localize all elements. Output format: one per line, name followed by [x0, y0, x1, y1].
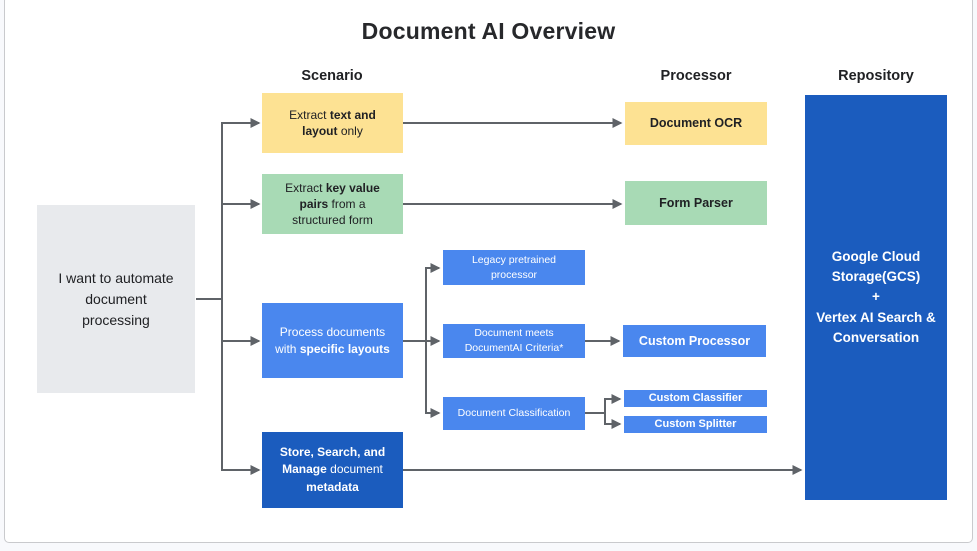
node-legacy-pretrained-label: Legacy pretrained processor: [471, 253, 557, 281]
node-legacy-pretrained: Legacy pretrained processor: [443, 250, 585, 285]
column-header-repository: Repository: [838, 68, 914, 84]
repository-line-gcs: Google Cloud Storage(GCS): [831, 248, 921, 285]
node-custom-classifier-label: Custom Classifier: [648, 392, 743, 405]
node-specific-layouts-label: Process documents with specific layouts: [275, 325, 390, 356]
node-document-classification: Document Classification: [443, 397, 585, 430]
node-custom-processor-label: Custom Processor: [638, 333, 751, 348]
node-form-parser: Form Parser: [625, 181, 767, 225]
node-document-ocr-label: Document OCR: [649, 116, 743, 131]
node-extract-key-value: Extract key value pairs from a structure…: [262, 174, 403, 234]
node-repository: Google Cloud Storage(GCS) + Vertex AI Se…: [805, 95, 947, 500]
node-form-parser-label: Form Parser: [659, 195, 733, 210]
column-header-processor: Processor: [660, 68, 732, 84]
node-documentai-criteria: Document meets DocumentAI Criteria*: [443, 324, 585, 358]
node-specific-layouts: Process documents with specific layouts: [262, 303, 403, 378]
repository-line-vertex: Vertex AI Search & Conversation: [816, 309, 936, 345]
node-custom-splitter: Custom Splitter: [624, 416, 767, 433]
node-extract-key-value-label: Extract key value pairs from a structure…: [285, 180, 380, 228]
node-extract-text-layout-label: Extract text and layout only: [289, 107, 376, 138]
node-custom-splitter-label: Custom Splitter: [654, 418, 737, 431]
node-documentai-criteria-label: Document meets DocumentAI Criteria*: [464, 327, 564, 354]
diagram-title: Document AI Overview: [361, 18, 616, 44]
node-store-search-manage-label: Store, Search, and Manage document metad…: [279, 444, 386, 494]
node-document-ocr: Document OCR: [625, 102, 767, 145]
column-header-scenario: Scenario: [301, 68, 363, 84]
node-intent-label: I want to automate document processing: [58, 269, 174, 328]
node-document-classification-label: Document Classification: [457, 407, 571, 420]
node-custom-classifier: Custom Classifier: [624, 390, 767, 407]
node-intent: I want to automate document processing: [37, 205, 195, 393]
node-extract-text-layout: Extract text and layout only: [262, 93, 403, 153]
node-store-search-manage: Store, Search, and Manage document metad…: [262, 432, 403, 508]
node-custom-processor: Custom Processor: [623, 325, 766, 357]
repository-line-plus: +: [872, 289, 880, 305]
